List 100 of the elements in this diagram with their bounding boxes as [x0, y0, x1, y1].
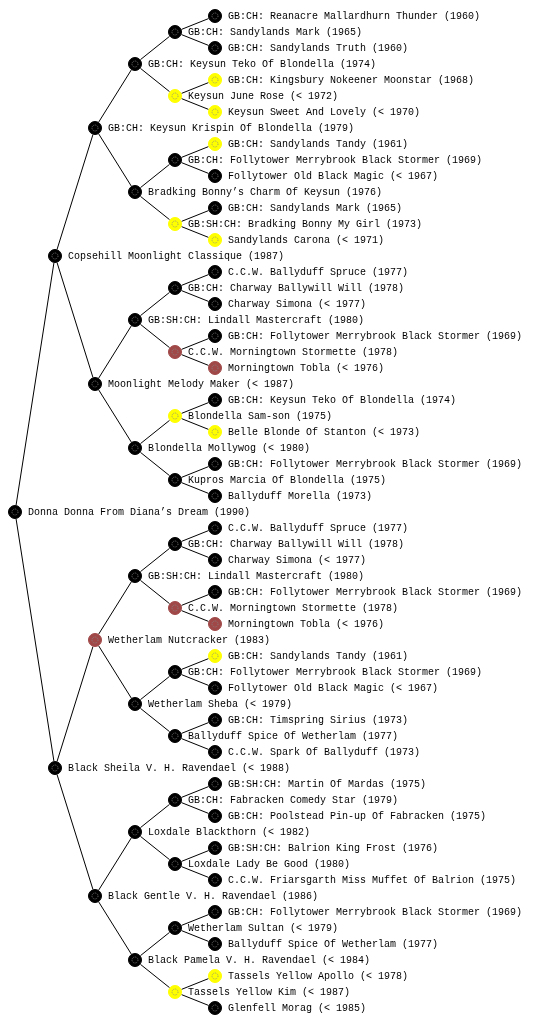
- dog-name: GB:CH: Sandylands Tandy (1961): [228, 650, 409, 663]
- connector-line: [181, 610, 209, 622]
- connector-line: [139, 547, 171, 573]
- connector-line: [181, 482, 209, 494]
- connector-line: [181, 146, 209, 158]
- connector-line: [139, 451, 171, 477]
- connector-line: [181, 546, 209, 558]
- dog-name: GB:SH:CH: Lindall Mastercraft (1980): [148, 314, 365, 327]
- dog-name: Follytower Old Black Magic (< 1967): [228, 170, 439, 183]
- connector-line: [15, 518, 55, 762]
- dog-name: GB:CH: Charway Ballywill Will (1978): [188, 538, 405, 551]
- dog-name: Morningtown Tobla (< 1976): [228, 618, 385, 631]
- connector-line: [181, 162, 209, 174]
- dog-name: GB:CH: Keysun Teko Of Blondella (1974): [148, 58, 377, 71]
- dog-name: Donna Donna From Diana’s Dream (1990): [28, 506, 251, 519]
- connector-line: [139, 163, 171, 189]
- dog-name: GB:CH: Keysun Teko Of Blondella (1974): [228, 394, 457, 407]
- dog-name: Follytower Old Black Magic (< 1967): [228, 682, 439, 695]
- dog-name: C.C.W. Morningtown Stormette (1978): [188, 602, 399, 615]
- dog-name: GB:CH: Sandylands Mark (1965): [228, 202, 403, 215]
- connector-line: [181, 674, 209, 686]
- dog-name: GB:CH: Follytower Merrybrook Black Stormer (1969): [188, 154, 483, 167]
- connector-line: [181, 738, 209, 750]
- connector-line: [98, 69, 132, 123]
- connector-line: [181, 226, 209, 238]
- connector-line: [181, 354, 209, 366]
- dog-name: GB:CH: Sandylands Truth (1960): [228, 42, 409, 55]
- connector-line: [98, 325, 132, 379]
- connector-line: [181, 290, 209, 302]
- connector-line: [181, 418, 209, 430]
- dog-name: GB:CH: Sandylands Tandy (1961): [228, 138, 409, 151]
- connector-line: [181, 98, 209, 110]
- connector-line: [139, 291, 171, 317]
- dog-name: Blondella Sam-son (1975): [188, 410, 333, 423]
- dog-name: C.C.W. Morningtown Stormette (1978): [188, 346, 399, 359]
- connector-line: [139, 67, 171, 93]
- dog-name: GB:CH: Follytower Merrybrook Black Stormer (1969): [188, 666, 483, 679]
- connector-line: [98, 389, 132, 443]
- dog-name: Bradking Bonny’s Charm Of Keysun (1976): [148, 186, 383, 199]
- dog-name: Charway Simona (< 1977): [228, 298, 367, 311]
- connector-line: [98, 581, 132, 635]
- connector-line: [139, 835, 171, 861]
- dog-name: Ballyduff Morella (1973): [228, 490, 373, 503]
- dog-name: Tassels Yellow Apollo (< 1978): [228, 970, 409, 983]
- connector-line: [181, 530, 209, 542]
- dog-name: GB:CH: Follytower Merrybrook Black Stormer (1969): [228, 330, 523, 343]
- dog-name: Loxdale Blackthorn (< 1982): [148, 826, 311, 839]
- dog-name: GB:CH: Sandylands Mark (1965): [188, 26, 363, 39]
- dog-name: Wetherlam Nutcracker (1983): [108, 634, 271, 647]
- connector-line: [181, 210, 209, 222]
- dog-name: GB:CH: Timspring Sirius (1973): [228, 714, 409, 727]
- dog-name: Ballyduff Spice Of Wetherlam (1977): [188, 730, 399, 743]
- dog-name: GB:CH: Follytower Merrybrook Black Stormer (1969): [228, 458, 523, 471]
- connector-line: [139, 323, 171, 349]
- dog-name: GB:CH: Follytower Merrybrook Black Stormer (1969): [228, 906, 523, 919]
- connector-line: [56, 134, 94, 250]
- connector-line: [56, 774, 94, 890]
- dog-name: Keysun June Rose (< 1972): [188, 90, 339, 103]
- dog-name: GB:CH: Charway Ballywill Will (1978): [188, 282, 405, 295]
- dog-name: Black Sheila V. H. Ravendael (< 1988): [68, 762, 291, 775]
- dog-name: GB:CH: Fabracken Comedy Star (1979): [188, 794, 399, 807]
- dog-name: C.C.W. Ballyduff Spruce (1977): [228, 522, 409, 535]
- connector-line: [181, 594, 209, 606]
- dog-name: Keysun Sweet And Lovely (< 1970): [228, 106, 421, 119]
- connector-line: [181, 978, 209, 990]
- dog-name: Wetherlam Sheba (< 1979): [148, 698, 293, 711]
- connector-line: [181, 658, 209, 670]
- connector-line: [181, 930, 209, 942]
- dog-name: Copsehill Moonlight Classique (1987): [68, 250, 285, 263]
- dog-name: Belle Blonde Of Stanton (< 1973): [228, 426, 421, 439]
- connector-line: [139, 963, 171, 989]
- connector-line: [98, 901, 132, 955]
- connector-line: [181, 34, 209, 46]
- connector-line: [139, 419, 171, 445]
- connector-line: [181, 338, 209, 350]
- dog-name: GB:CH: Kingsbury Nokeener Moonstar (1968): [228, 74, 475, 87]
- dog-name: GB:SH:CH: Balrion King Frost (1976): [228, 842, 439, 855]
- dog-name: Moonlight Melody Maker (< 1987): [108, 378, 295, 391]
- connector-line: [139, 803, 171, 829]
- connector-line: [181, 274, 209, 286]
- dog-name: GB:SH:CH: Martin Of Mardas (1975): [228, 778, 427, 791]
- connector-line: [139, 931, 171, 957]
- connector-line: [181, 722, 209, 734]
- connector-line: [181, 402, 209, 414]
- connector-line: [139, 195, 171, 221]
- connector-line: [98, 133, 132, 187]
- connector-line: [181, 850, 209, 862]
- dog-name: Wetherlam Sultan (< 1979): [188, 922, 339, 935]
- dog-name: Black Gentle V. H. Ravendael (1986): [108, 890, 319, 903]
- connector-line: [139, 675, 171, 701]
- dog-name: GB:SH:CH: Lindall Mastercraft (1980): [148, 570, 365, 583]
- connector-line: [181, 82, 209, 94]
- dog-name: C.C.W. Friarsgarth Miss Muffet Of Balrion (1975): [228, 874, 517, 887]
- dog-name: C.C.W. Spark Of Ballyduff (1973): [228, 746, 421, 759]
- dog-name: GB:SH:CH: Bradking Bonny My Girl (1973): [188, 218, 423, 231]
- dog-name: Ballyduff Spice Of Wetherlam (1977): [228, 938, 439, 951]
- dog-name: Morningtown Tobla (< 1976): [228, 362, 385, 375]
- connector-line: [181, 802, 209, 814]
- connector-line: [181, 18, 209, 30]
- dog-name: Charway Simona (< 1977): [228, 554, 367, 567]
